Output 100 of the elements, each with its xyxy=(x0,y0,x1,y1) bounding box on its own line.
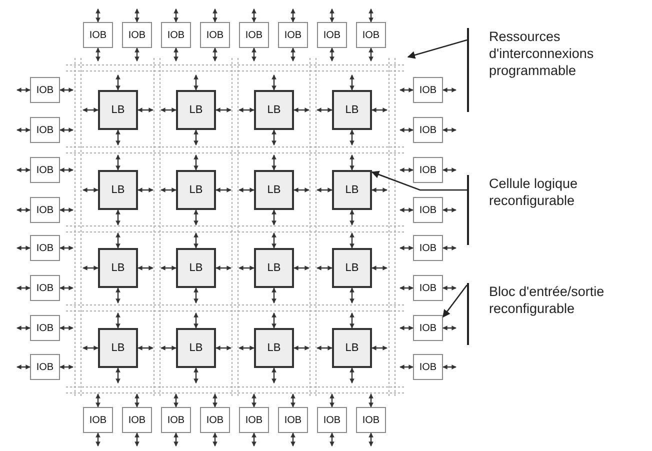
connection-arrow xyxy=(194,130,198,146)
io-block: IOB xyxy=(30,117,60,143)
connection-arrow xyxy=(372,108,388,112)
connection-arrow xyxy=(442,128,456,132)
connection-arrow xyxy=(400,168,414,172)
connection-arrow xyxy=(442,168,456,172)
connection-arrow xyxy=(16,326,30,330)
io-block: IOB xyxy=(278,407,308,433)
connection-arrow xyxy=(16,128,30,132)
connection-arrow xyxy=(116,232,120,248)
io-block: IOB xyxy=(413,275,443,301)
connection-arrow xyxy=(350,288,354,304)
connection-arrow xyxy=(174,394,178,408)
connection-arrow xyxy=(194,232,198,248)
io-block: IOB xyxy=(413,77,443,103)
connection-arrow xyxy=(82,346,98,350)
connection-arrow xyxy=(60,88,74,92)
io-block: IOB xyxy=(317,22,347,48)
io-block: IOB xyxy=(239,22,269,48)
connection-arrow xyxy=(252,394,256,408)
connection-arrow xyxy=(160,346,176,350)
connection-arrow xyxy=(330,8,334,22)
connection-arrow xyxy=(60,364,74,370)
connection-arrow xyxy=(116,288,120,304)
connection-arrow xyxy=(272,232,276,248)
connection-arrow xyxy=(400,88,414,92)
io-block: IOB xyxy=(413,197,443,223)
io-block: IOB xyxy=(83,407,113,433)
io-block: IOB xyxy=(413,117,443,143)
connection-arrow xyxy=(116,154,120,170)
connection-arrow xyxy=(400,364,414,370)
connection-arrow xyxy=(330,394,334,408)
connection-arrow xyxy=(350,210,354,226)
connection-arrow xyxy=(116,130,120,146)
io-block: IOB xyxy=(200,407,230,433)
connection-arrow xyxy=(160,108,176,112)
connection-arrow xyxy=(330,432,334,446)
connection-arrow xyxy=(368,48,374,62)
connection-arrow xyxy=(294,108,310,112)
io-block: IOB xyxy=(413,315,443,341)
connection-arrow xyxy=(212,48,218,62)
connection-arrow xyxy=(16,246,30,250)
connection-arrow xyxy=(442,364,456,370)
connection-arrow xyxy=(96,394,100,408)
connection-arrow xyxy=(60,246,74,250)
io-block: IOB xyxy=(239,407,269,433)
connection-arrow xyxy=(290,8,296,22)
io-block: IOB xyxy=(161,22,191,48)
connection-arrow xyxy=(272,288,276,304)
io-block: IOB xyxy=(30,354,60,380)
connection-arrow xyxy=(290,432,296,446)
connection-arrow xyxy=(350,74,354,90)
connection-arrow xyxy=(400,128,414,132)
connection-arrow xyxy=(82,188,98,192)
connection-arrow xyxy=(368,8,374,22)
connection-arrow xyxy=(368,432,374,446)
connection-arrow xyxy=(216,188,232,192)
connection-arrow xyxy=(442,208,456,212)
io-block: IOB xyxy=(30,197,60,223)
connection-arrow xyxy=(138,188,154,192)
connection-arrow xyxy=(252,8,256,22)
io-block: IOB xyxy=(30,235,60,261)
io-block: IOB xyxy=(278,22,308,48)
connection-arrow xyxy=(350,232,354,248)
io-block: IOB xyxy=(30,157,60,183)
connection-arrow xyxy=(134,48,140,62)
connection-arrow xyxy=(400,286,414,290)
connection-arrow xyxy=(60,326,74,330)
connection-arrow xyxy=(160,188,176,192)
connection-arrow xyxy=(212,394,218,408)
connection-arrow xyxy=(194,154,198,170)
connection-arrow xyxy=(272,130,276,146)
callout-text: Ressources d'interconnexions programmable xyxy=(467,28,639,112)
connection-arrow xyxy=(400,208,414,212)
connection-arrow xyxy=(368,394,374,408)
connection-arrow xyxy=(134,432,140,446)
connection-arrow xyxy=(60,128,74,132)
connection-arrow xyxy=(212,8,218,22)
connection-arrow xyxy=(290,394,296,408)
connection-arrow xyxy=(194,368,198,384)
connection-arrow xyxy=(212,432,218,446)
connection-arrow xyxy=(160,266,176,270)
connection-arrow xyxy=(372,188,388,192)
io-block: IOB xyxy=(317,407,347,433)
connection-arrow xyxy=(96,48,100,62)
connection-arrow xyxy=(252,48,256,62)
io-block: IOB xyxy=(413,157,443,183)
io-block: IOB xyxy=(413,354,443,380)
connection-arrow xyxy=(238,346,254,350)
io-block: IOB xyxy=(30,275,60,301)
connection-arrow xyxy=(316,108,332,112)
connection-arrow xyxy=(138,108,154,112)
connection-arrow xyxy=(238,108,254,112)
connection-arrow xyxy=(372,346,388,350)
connection-arrow xyxy=(272,210,276,226)
connection-arrow xyxy=(350,130,354,146)
connection-arrow xyxy=(442,88,456,92)
connection-arrow xyxy=(290,48,296,62)
connection-arrow xyxy=(316,346,332,350)
connection-arrow xyxy=(316,188,332,192)
